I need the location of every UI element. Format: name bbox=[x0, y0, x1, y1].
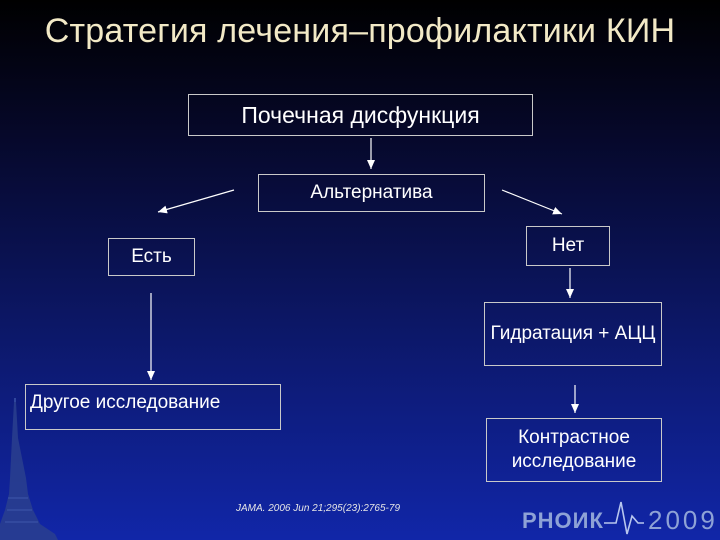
box-hydration: Гидратация + АЦЦ bbox=[484, 302, 662, 366]
box-kidney-dysfunction: Почечная дисфункция bbox=[188, 94, 533, 136]
box-alternative: Альтернатива bbox=[258, 174, 485, 212]
heartbeat-icon bbox=[604, 501, 644, 535]
slide-title: Стратегия лечения–профилактики КИН bbox=[44, 12, 676, 50]
reference-citation: JAMA. 2006 Jun 21;295(23):2765-79 bbox=[236, 503, 400, 514]
logo-text: РНОИК bbox=[522, 508, 604, 533]
conference-logo: РНОИК 2009 bbox=[522, 501, 716, 535]
arrow-alternative-to-no bbox=[501, 189, 563, 215]
logo-year: 2009 bbox=[648, 505, 716, 535]
box-contrast-study: Контрастное исследование bbox=[486, 418, 662, 482]
arrow-alternative-to-yes bbox=[157, 189, 235, 214]
box-yes: Есть bbox=[108, 238, 195, 276]
tower-silhouette-decoration bbox=[0, 398, 58, 540]
box-other-study: Другое исследование bbox=[25, 384, 281, 430]
box-no: Нет bbox=[526, 226, 610, 266]
